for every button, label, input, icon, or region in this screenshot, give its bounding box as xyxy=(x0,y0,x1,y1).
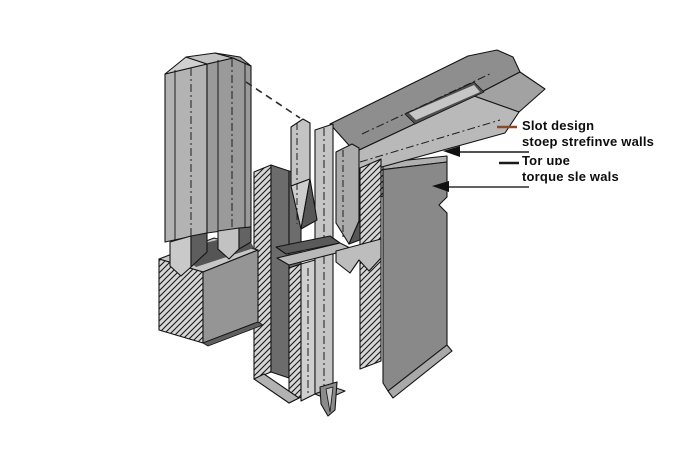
bit-tip-upper xyxy=(290,118,318,230)
callout-slot-design-line2: stoep strefinve walls xyxy=(522,133,655,149)
callout-slot-design: Slot design stoep strefinve walls xyxy=(522,118,654,149)
callout-torque-line1: Tor uɒe xyxy=(522,153,571,168)
construction-line xyxy=(245,81,301,119)
left-bit xyxy=(164,52,252,277)
bit-tip-bottom xyxy=(319,381,338,417)
callout-slot-design-line1: Slot design xyxy=(522,118,595,133)
torque-arrowhead xyxy=(432,181,449,192)
callout-torque-line2: torque sle wals xyxy=(522,168,619,184)
right-block xyxy=(357,155,453,399)
cross-section-block xyxy=(253,118,382,417)
slot-design-arrowhead xyxy=(443,146,460,157)
driver-blade xyxy=(329,49,546,177)
callout-torque: Tor uɒe torque sle wals xyxy=(522,153,619,184)
callout-leaders xyxy=(432,125,529,192)
